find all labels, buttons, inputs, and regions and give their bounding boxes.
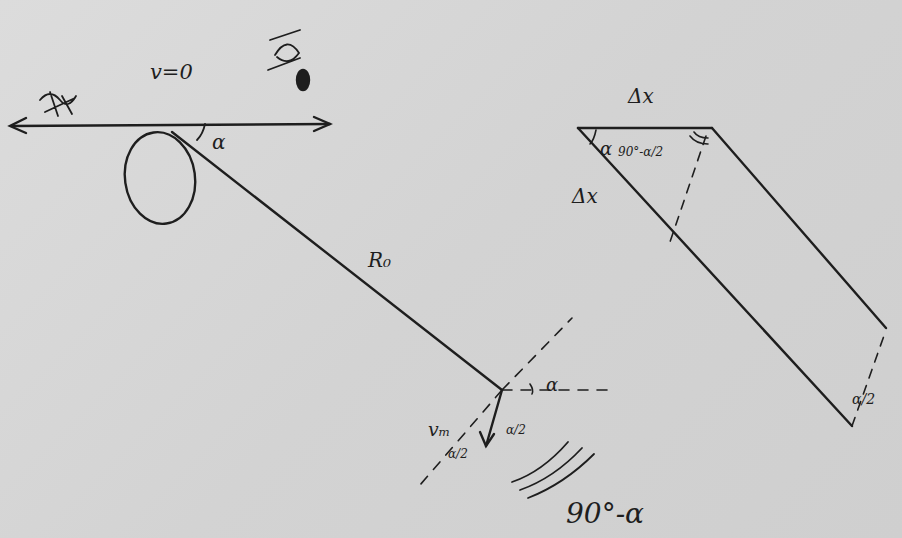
arrow-head — [10, 118, 26, 133]
arrow-head — [480, 432, 494, 446]
angle-label: α/2 — [506, 424, 526, 436]
angle-label: α/2 — [448, 448, 468, 460]
angle-arc — [590, 130, 596, 144]
horizontal-line — [12, 124, 330, 126]
parallelogram-side — [578, 128, 852, 426]
ink-dot — [297, 70, 309, 90]
length-label: Δx — [628, 86, 654, 106]
angle-arc — [690, 132, 708, 144]
dashed-line — [852, 330, 886, 426]
velocity-arrow — [486, 390, 502, 446]
scribble — [40, 92, 76, 116]
dashed-line — [670, 136, 706, 242]
velocity-label: vₘ — [428, 420, 450, 439]
angle-label: α — [600, 140, 612, 158]
circle — [119, 128, 201, 229]
angle-label: 90°-α/2 — [618, 146, 663, 158]
parallelogram-side — [712, 128, 886, 328]
angle-arc — [512, 442, 594, 498]
angle-arc — [530, 384, 533, 394]
dashed-line — [420, 390, 502, 485]
dashed-line — [502, 318, 572, 390]
angle-label: α — [546, 376, 558, 394]
angle-label: 90°-α — [566, 500, 644, 528]
velocity-label: v=0 — [150, 62, 193, 83]
parallelogram-side — [578, 127, 712, 129]
arrow-head — [314, 117, 330, 131]
radius-label: R₀ — [368, 250, 391, 270]
angle-label: α/2 — [852, 392, 875, 406]
radius-line — [172, 132, 502, 390]
length-label: Δx — [572, 186, 598, 206]
angle-label: α — [212, 132, 226, 152]
angle-arc — [197, 124, 205, 140]
scribble — [268, 30, 300, 70]
